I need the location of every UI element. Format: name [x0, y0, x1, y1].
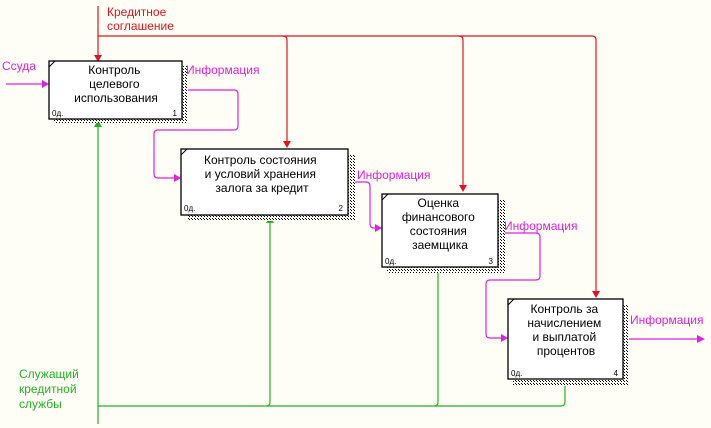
box-number: 4: [614, 369, 619, 378]
info-label-3: Информация: [504, 219, 577, 233]
box-frame: [48, 60, 183, 120]
activity-box-3[interactable]: Оценка финансового состояния заемщика 0д…: [381, 193, 505, 273]
box-title: Контроль целевого использования: [74, 63, 158, 105]
info-arrow-1-2: [153, 89, 239, 179]
corner-mark-icon: [180, 148, 188, 156]
control-arrow-box3: [458, 35, 464, 186]
activity-box-2[interactable]: Контроль состояния и условий хранения за…: [180, 148, 355, 221]
mechanism-arrow-box2: [265, 222, 271, 407]
box-number: 2: [339, 204, 344, 213]
control-arrows: [97, 6, 597, 292]
box-title: Оценка финансового состояния заемщика: [402, 196, 478, 252]
arrowhead-down-icon: [283, 141, 291, 148]
mechanism-arrows: [97, 126, 566, 424]
corner-mark-icon: [381, 193, 389, 201]
info-arrowheads: [42, 80, 705, 343]
box-frame: [180, 148, 349, 216]
control-arrow-trunk: [98, 35, 597, 292]
mechanism-trunk: [98, 384, 566, 407]
box-title: Контроль состояния и условий хранения за…: [204, 153, 320, 195]
control-arrowheads: [94, 55, 600, 298]
info-arrows: [6, 83, 698, 340]
control-arrow-box2: [282, 35, 288, 142]
info-arrow-2-3: [348, 181, 376, 229]
corner-mark-icon: [507, 298, 515, 306]
control-label: Кредитное соглашение: [107, 5, 174, 33]
box-corner-label: 0д.: [385, 257, 396, 266]
info-arrow-3-4: [485, 232, 541, 339]
arrowhead-right-icon: [174, 174, 181, 182]
box-corner-label: 0д.: [184, 204, 195, 213]
info-label-1: Информация: [186, 63, 259, 77]
activity-box-1[interactable]: Контроль целевого использования 0д. 1: [48, 60, 188, 123]
arrowhead-right-icon: [42, 80, 49, 88]
arrowhead-right-icon: [697, 335, 705, 343]
box-frame: [381, 193, 499, 268]
box-frame: [507, 298, 624, 380]
mechanism-label: Служащий кредитной службы: [19, 367, 82, 411]
arrowhead-down-icon: [592, 291, 600, 298]
mechanism-arrow-box3: [433, 272, 439, 407]
arrowhead-right-icon: [501, 334, 508, 342]
arrowhead-down-icon: [459, 185, 467, 192]
box-number: 1: [173, 109, 178, 118]
input-label: Ссуда: [2, 59, 36, 73]
arrowhead-up-icon: [94, 120, 102, 127]
arrowhead-down-icon: [94, 55, 102, 62]
activity-box-4[interactable]: Контроль за начислением и выплатой проце…: [507, 298, 629, 386]
arrowhead-right-icon: [375, 224, 382, 232]
box-title: Контроль за начислением и выплатой проце…: [527, 302, 604, 358]
box-corner-label: 0д.: [511, 369, 522, 378]
corner-mark-icon: [48, 60, 56, 68]
info-label-2: Информация: [357, 168, 430, 182]
box-corner-label: 0д.: [52, 109, 63, 118]
output-label: Информация: [630, 313, 703, 327]
box-number: 3: [489, 257, 494, 266]
